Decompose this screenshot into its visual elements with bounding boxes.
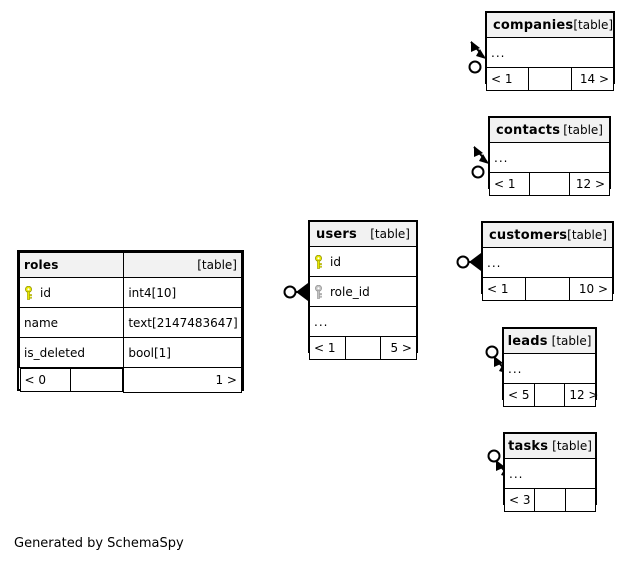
table-leads-header: leads [table] — [503, 328, 596, 354]
table-customers-header: customers [table] — [482, 222, 613, 248]
table-roles-tag: [table] — [123, 252, 242, 278]
relationship-users-roles — [283, 283, 308, 301]
table-companies-tag: [table] — [573, 18, 614, 32]
table-users-col-id: id — [309, 246, 417, 277]
table-leads-row-more: ... — [503, 353, 596, 384]
primary-key-icon — [24, 285, 33, 300]
table-tasks-footer-mid — [534, 488, 566, 512]
table-users-tag: [table] — [370, 227, 410, 241]
table-customers-footer-right: 10 > — [568, 277, 614, 301]
table-customers-footer: < 1 10 > — [481, 277, 614, 301]
table-contacts-name: contacts — [496, 122, 561, 138]
table-roles-col-name: name — [18, 307, 125, 338]
table-leads-footer-mid — [533, 383, 566, 407]
relationship-companies-users — [468, 41, 486, 74]
table-roles-footer-left: < 0 — [19, 368, 72, 392]
table-customers-tag: [table] — [567, 228, 607, 242]
table-roles[interactable]: roles [table] id int4[10] name text[2147… — [17, 250, 244, 393]
table-companies-footer-mid — [528, 67, 572, 91]
table-tasks-row-more: ... — [504, 458, 596, 489]
table-roles-row-id[interactable]: id int4[10] — [18, 277, 242, 308]
table-leads-name: leads — [507, 333, 548, 349]
table-users-name: users — [316, 226, 357, 242]
table-users-row-role-id[interactable]: role_id — [309, 276, 417, 307]
table-roles-name: roles — [18, 252, 125, 278]
table-users-header: users [table] — [309, 221, 417, 247]
table-customers-more-columns: ... — [482, 247, 613, 278]
table-contacts-row-more: ... — [489, 142, 610, 173]
table-users-footer-left: < 1 — [309, 336, 346, 360]
table-leads-footer-right: 12 > — [564, 383, 598, 407]
table-users-footer: < 1 5 > — [309, 336, 417, 360]
table-contacts-footer-mid — [529, 172, 570, 196]
table-contacts-footer: < 1 12 > — [489, 172, 610, 196]
table-users-row-more: ... — [309, 306, 417, 337]
table-leads-footer-left: < 5 — [503, 383, 535, 407]
table-tasks[interactable]: tasks [table] ... < 3 — [503, 432, 597, 512]
generated-by-label: Generated by SchemaSpy — [14, 536, 184, 551]
table-companies[interactable]: companies [table] ... < 1 14 > — [485, 11, 615, 91]
table-companies-header: companies [table] — [486, 12, 614, 38]
table-roles-header: roles [table] — [18, 252, 242, 278]
table-roles-footer: < 0 1 > — [19, 367, 242, 393]
table-users-footer-right: 5 > — [380, 336, 417, 360]
table-users-footer-mid — [344, 336, 382, 360]
table-users-col-id-label: id — [330, 254, 341, 269]
table-roles-type-id: int4[10] — [123, 277, 242, 308]
table-companies-name: companies — [493, 17, 574, 33]
table-leads-tag: [table] — [551, 334, 592, 348]
table-roles-type-is-deleted: bool[1] — [123, 337, 242, 368]
table-roles-col-is-deleted: is_deleted — [18, 337, 125, 368]
table-companies-footer: < 1 14 > — [485, 67, 615, 91]
table-roles-footer-right: 1 > — [123, 367, 242, 393]
table-companies-footer-right: 14 > — [570, 67, 615, 91]
table-contacts-footer-right: 12 > — [569, 172, 610, 196]
table-roles-col-id: id — [18, 277, 125, 308]
table-roles-row-is-deleted[interactable]: is_deleted bool[1] — [18, 337, 242, 368]
relationship-contacts-users — [471, 146, 489, 179]
table-tasks-header: tasks [table] — [504, 433, 596, 459]
table-tasks-name: tasks — [508, 438, 549, 454]
table-leads[interactable]: leads [table] ... < 5 12 > — [502, 327, 598, 407]
table-customers-footer-mid — [525, 277, 570, 301]
table-users-col-role-id-label: role_id — [330, 284, 370, 299]
table-customers-footer-left: < 1 — [481, 277, 527, 301]
foreign-key-icon — [314, 284, 323, 299]
table-contacts-footer-left: < 1 — [489, 172, 530, 196]
relationship-customers-users — [456, 253, 481, 271]
table-contacts-more-columns: ... — [489, 142, 610, 173]
table-users[interactable]: users [table] id — [308, 220, 418, 360]
primary-key-icon — [314, 254, 323, 269]
table-roles-col-id-label: id — [40, 285, 51, 300]
table-users-more-columns: ... — [309, 306, 417, 337]
table-tasks-footer: < 3 — [503, 488, 597, 512]
table-roles-type-name: text[2147483647] — [123, 307, 242, 338]
table-users-row-id[interactable]: id — [309, 246, 417, 277]
table-contacts-tag: [table] — [563, 123, 603, 137]
table-companies-row-more: ... — [486, 37, 614, 68]
table-roles-row-name[interactable]: name text[2147483647] — [18, 307, 242, 338]
table-customers-name: customers — [489, 227, 568, 243]
table-companies-more-columns: ... — [486, 37, 614, 68]
table-tasks-tag: [table] — [552, 439, 592, 453]
table-tasks-more-columns: ... — [504, 458, 596, 489]
table-customers-row-more: ... — [482, 247, 613, 278]
table-companies-footer-left: < 1 — [485, 67, 530, 91]
table-tasks-footer-right — [564, 488, 597, 512]
table-roles-footer-mid — [70, 368, 124, 392]
table-leads-more-columns: ... — [503, 353, 596, 384]
table-contacts-header: contacts [table] — [489, 117, 610, 143]
table-contacts[interactable]: contacts [table] ... < 1 12 > — [488, 116, 611, 196]
table-tasks-footer-left: < 3 — [503, 488, 536, 512]
table-users-col-role-id: role_id — [309, 276, 417, 307]
table-leads-footer: < 5 12 > — [503, 383, 598, 407]
table-customers[interactable]: customers [table] ... < 1 10 > — [481, 221, 614, 301]
